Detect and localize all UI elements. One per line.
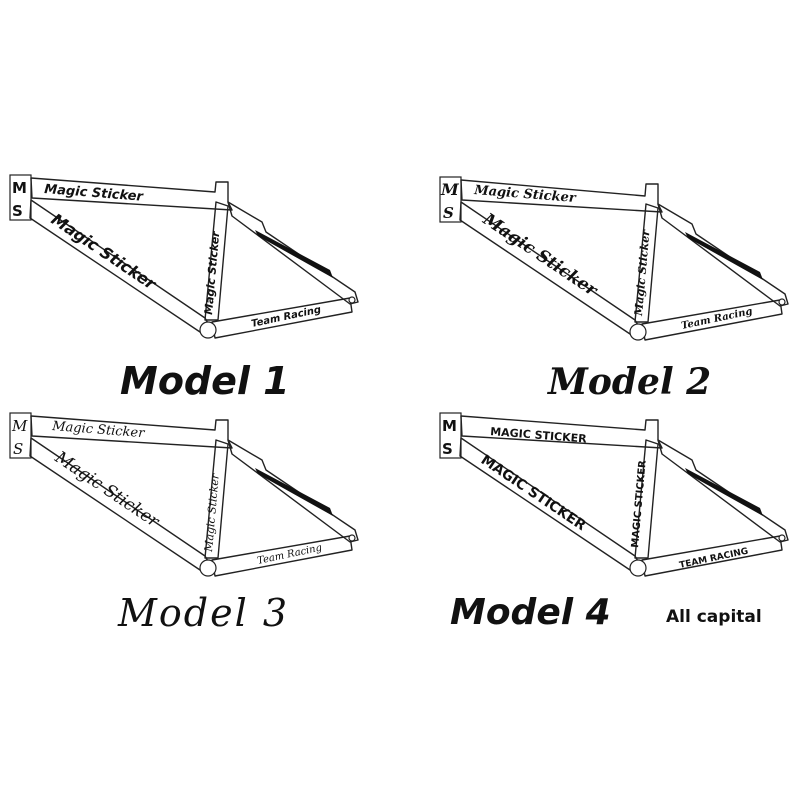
bottom-bracket <box>629 323 647 341</box>
model-1-title: Model 1 <box>120 359 290 403</box>
head-tube <box>9 412 32 459</box>
down-tube-decal: MAGIC STICKER <box>478 452 589 534</box>
logo-letter-top: M <box>12 179 27 197</box>
dropout <box>778 534 786 542</box>
logo-letter-top: M <box>440 180 460 199</box>
top-tube-decal: MAGIC STICKER <box>490 425 588 446</box>
model-1-frame <box>9 174 359 339</box>
model-4-note: All capital <box>666 607 762 627</box>
model-3-frame <box>9 412 359 577</box>
model-2-panel: M S Magic Sticker Magic Sticker Magic St… <box>439 176 789 403</box>
logo-letter-top: M <box>442 417 457 435</box>
logo-letter-bottom: S <box>443 204 454 222</box>
head-tube <box>9 174 32 221</box>
dropout <box>348 534 356 542</box>
seat-stay-stripe <box>685 468 763 516</box>
top-tube-decal: Magic Sticker <box>51 419 146 441</box>
bottom-bracket <box>199 321 217 339</box>
model-4-frame <box>439 412 789 577</box>
bottom-bracket <box>199 559 217 577</box>
model-2-frame <box>439 176 789 341</box>
logo-letter-bottom: S <box>442 440 453 458</box>
down-tube-decal: Magic Sticker <box>48 210 160 294</box>
chain-stay-decal: Team Racing <box>250 304 322 330</box>
seat-stay-stripe <box>255 468 333 516</box>
model-3-title: Model 3 <box>117 591 289 635</box>
dropout <box>348 296 356 304</box>
model-4-panel: M S MAGIC STICKER MAGIC STICKER MAGIC ST… <box>439 412 789 633</box>
logo-letter-top: M <box>11 417 28 435</box>
model-2-title: Model 2 <box>546 361 711 403</box>
head-tube <box>439 176 462 223</box>
logo-letter-bottom: S <box>12 202 23 220</box>
seat-stay-stripe <box>255 230 333 278</box>
model-1-panel: M S Magic Sticker Magic Sticker Magic St… <box>9 174 359 403</box>
down-tube-decal: Magic Sticker <box>50 447 163 532</box>
model-4-title: Model 4 <box>450 592 611 633</box>
seat-tube-decal: MAGIC STICKER <box>630 460 649 549</box>
dropout <box>778 298 786 306</box>
seat-stay-stripe <box>685 232 763 280</box>
head-tube <box>439 412 462 459</box>
bottom-bracket <box>629 559 647 577</box>
logo-letter-bottom: S <box>13 440 23 458</box>
top-tube-decal: Magic Sticker <box>473 183 578 206</box>
down-tube-decal: Magic Sticker <box>478 209 601 301</box>
model-3-panel: M S Magic Sticker Magic Sticker Magic St… <box>9 412 359 635</box>
chain-stay-decal: Team Racing <box>680 306 753 332</box>
